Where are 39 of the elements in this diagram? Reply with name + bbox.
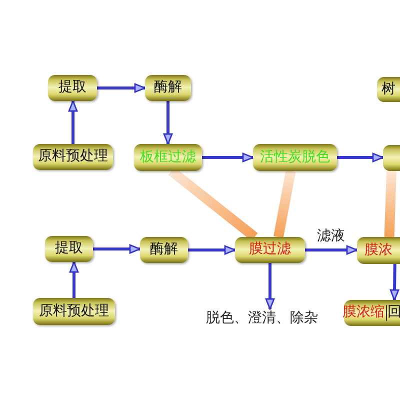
process-box [377,77,400,102]
flow-arrow [265,263,275,310]
step-label: 原料预处理 [39,304,109,320]
process-box [33,298,115,325]
step-label: 膜过滤 [249,242,291,258]
flow-arrow [305,245,358,255]
process-box [383,145,400,171]
process-box [145,75,191,101]
process-box [140,237,188,263]
step-label: 膜浓缩 [342,305,384,321]
process-box [134,144,202,171]
output-label: 脱色、澄清、除杂 [200,309,324,329]
process-box [45,236,93,262]
flow-arrow [69,261,79,298]
flow-arrow [97,83,146,93]
edge-label: 滤液 [315,228,347,244]
process-box [344,300,400,326]
step-label: 酶解 [150,242,178,258]
process-box [253,144,337,171]
process-box [235,237,305,263]
flow-arrow [93,244,141,254]
flow-arrow [202,152,254,162]
process-box [357,237,400,264]
flow-arrow [163,101,173,145]
flow-arrow [188,245,236,255]
process-box [48,75,97,101]
step-label: 膜浓 [364,242,392,258]
step-label: 酶解 [154,80,182,96]
step-label: 提取 [58,80,86,96]
step-label: 活性炭脱色 [260,150,330,166]
step-label: 原料预处理 [38,149,108,165]
flow-arrow [337,152,384,162]
flow-arrow [68,100,78,144]
step-label: 回 [386,305,400,321]
step-label: 树 [382,82,396,98]
step-label: 提取 [55,241,83,257]
step-label: 板框过滤 [140,150,196,166]
process-box [33,144,113,170]
flow-arrow [390,264,400,301]
